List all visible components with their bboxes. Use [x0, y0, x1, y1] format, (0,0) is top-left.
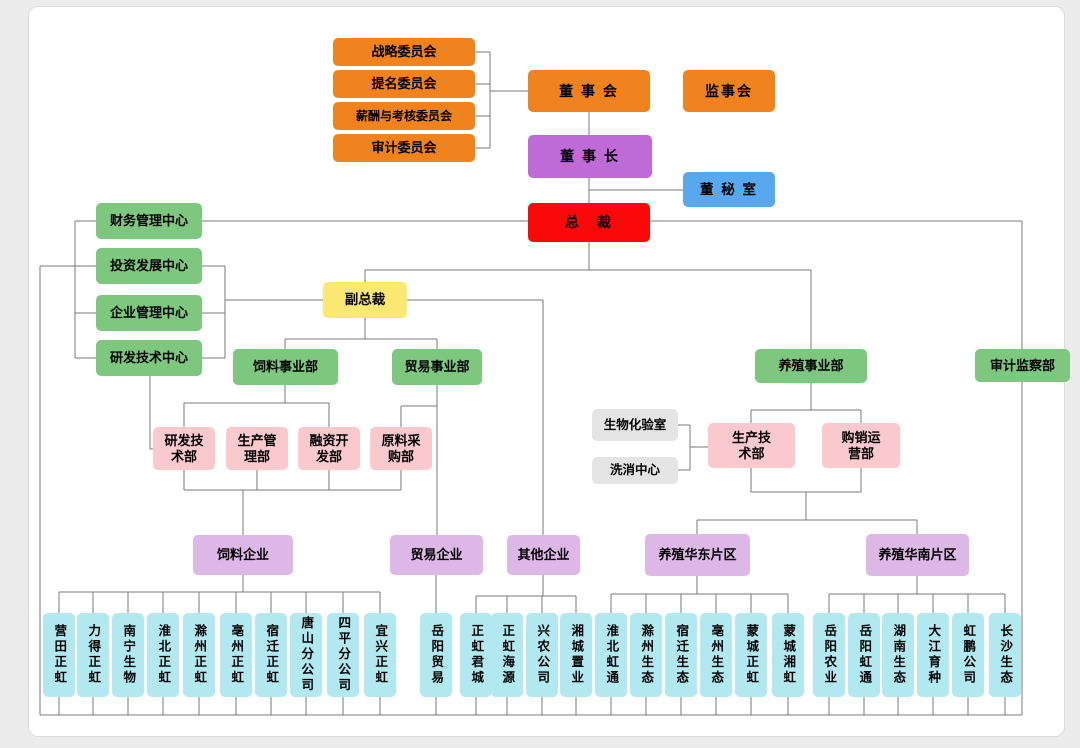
node-breeding-division: 养殖事业部	[755, 349, 867, 383]
node-strategy-committee: 战略委员会	[333, 38, 475, 66]
node-other-companies-3: 兴农公司	[526, 613, 558, 697]
node-rnd-dept: 研发技术部	[153, 427, 215, 470]
node-feed-companies-5: 滁州正虹	[183, 613, 215, 697]
node-board-secretary: 董 秘 室	[683, 172, 775, 207]
node-feed-companies-6: 亳州正虹	[220, 613, 252, 697]
node-feed-companies-10: 宜兴正虹	[364, 613, 396, 697]
node-east-companies-2: 滁州生态	[630, 613, 662, 697]
node-feed-companies-4: 淮北正虹	[147, 613, 179, 697]
node-supervisory-board: 监事会	[683, 70, 775, 112]
node-other-enterprises: 其他企业	[507, 535, 580, 575]
node-feed-companies-1: 营田正虹	[43, 613, 75, 697]
node-feed-companies-8: 唐山分公司	[290, 613, 322, 697]
node-audit-committee: 审计委员会	[333, 134, 475, 162]
node-east-companies-6: 蒙城湘虹	[772, 613, 804, 697]
node-finance-center: 财务管理中心	[96, 203, 202, 239]
node-east-china-region: 养殖华东片区	[645, 534, 750, 576]
node-feed-companies-2: 力得正虹	[77, 613, 109, 697]
node-nomination-committee: 提名委员会	[333, 70, 475, 98]
node-south-companies-3: 湖南生态	[882, 613, 914, 697]
node-south-companies-2: 岳阳虹通	[848, 613, 880, 697]
node-other-companies-1: 正虹君城	[460, 613, 492, 697]
node-washing-center: 洗消中心	[592, 457, 678, 484]
node-board: 董 事 会	[528, 70, 650, 112]
node-purchase-sales-ops-dept: 购销运营部	[822, 423, 900, 468]
node-material-purchase-dept: 原料采购部	[370, 427, 432, 470]
node-enterprise-center: 企业管理中心	[96, 295, 202, 331]
node-rnd-center: 研发技术中心	[96, 340, 202, 376]
node-trade-enterprises: 贸易企业	[390, 535, 483, 575]
node-production-tech-dept: 生产技术部	[708, 423, 795, 468]
node-audit-supervision-dept: 审计监察部	[975, 349, 1070, 382]
node-financing-dev-dept: 融资开发部	[298, 427, 360, 470]
node-investment-center: 投资发展中心	[96, 248, 202, 284]
node-south-china-region: 养殖华南片区	[866, 534, 969, 576]
node-trade-companies-1: 岳阳贸易	[420, 613, 452, 697]
node-bio-lab: 生物化验室	[592, 409, 678, 441]
node-trade-division: 贸易事业部	[392, 349, 482, 385]
node-feed-enterprises: 饲料企业	[193, 535, 293, 575]
node-feed-companies-3: 南宁生物	[112, 613, 144, 697]
node-feed-companies-7: 宿迁正虹	[255, 613, 287, 697]
node-feed-division: 饲料事业部	[233, 349, 338, 385]
node-south-companies-1: 岳阳农业	[813, 613, 845, 697]
node-production-mgmt-dept: 生产管理部	[226, 427, 288, 470]
node-south-companies-4: 大江育种	[917, 613, 949, 697]
node-east-companies-5: 蒙城正虹	[735, 613, 767, 697]
node-other-companies-4: 湘城置业	[560, 613, 592, 697]
node-east-companies-4: 亳州生态	[700, 613, 732, 697]
node-compensation-committee: 薪酬与考核委员会	[333, 102, 475, 130]
node-vice-president: 副总裁	[323, 282, 407, 318]
node-east-companies-3: 宿迁生态	[665, 613, 697, 697]
node-feed-companies-9: 四平分公司	[327, 613, 359, 697]
node-east-companies-1: 淮北虹通	[595, 613, 627, 697]
node-south-companies-6: 长沙生态	[989, 613, 1021, 697]
node-south-companies-5: 虹鹏公司	[952, 613, 984, 697]
node-president: 总 裁	[528, 203, 650, 242]
node-other-companies-2: 正虹海源	[491, 613, 523, 697]
node-chairman: 董 事 长	[528, 135, 652, 178]
